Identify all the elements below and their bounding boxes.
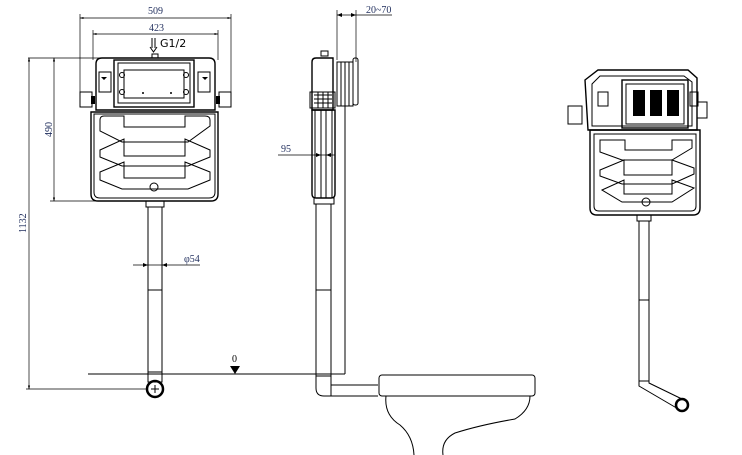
mounting-bracket-right [218,91,232,108]
flush-plate [621,79,689,129]
level-label: 0 [232,354,237,365]
front-view: 509 423 G1/2 [18,6,232,399]
perspective-view [567,69,708,413]
dimension-label-total-height: 1132 [18,213,29,233]
inlet-label: G1/2 [160,37,186,50]
flush-button-large [650,90,662,116]
flush-button-small [633,90,645,116]
cistern-tank [90,111,219,202]
toilet-bowl [378,374,536,455]
dimension-label-bracket-width: 423 [149,23,164,34]
dimension-label-tank-height: 490 [44,122,55,137]
inlet-arrow-icon [149,38,158,53]
dimension-label-depth: 95 [281,144,291,155]
pipe-outlet [145,379,165,399]
dimension-label-width: 509 [148,6,163,17]
level-marker-icon [230,366,240,374]
mounting-bracket-left [79,91,93,108]
dimension-label-wall-depth: 20~70 [366,5,391,16]
side-view: 20~70 95 [278,5,392,397]
outlet-perspective [674,397,690,413]
dimension-label-pipe-diameter: φ54 [184,254,200,265]
flush-pipe [147,206,163,383]
